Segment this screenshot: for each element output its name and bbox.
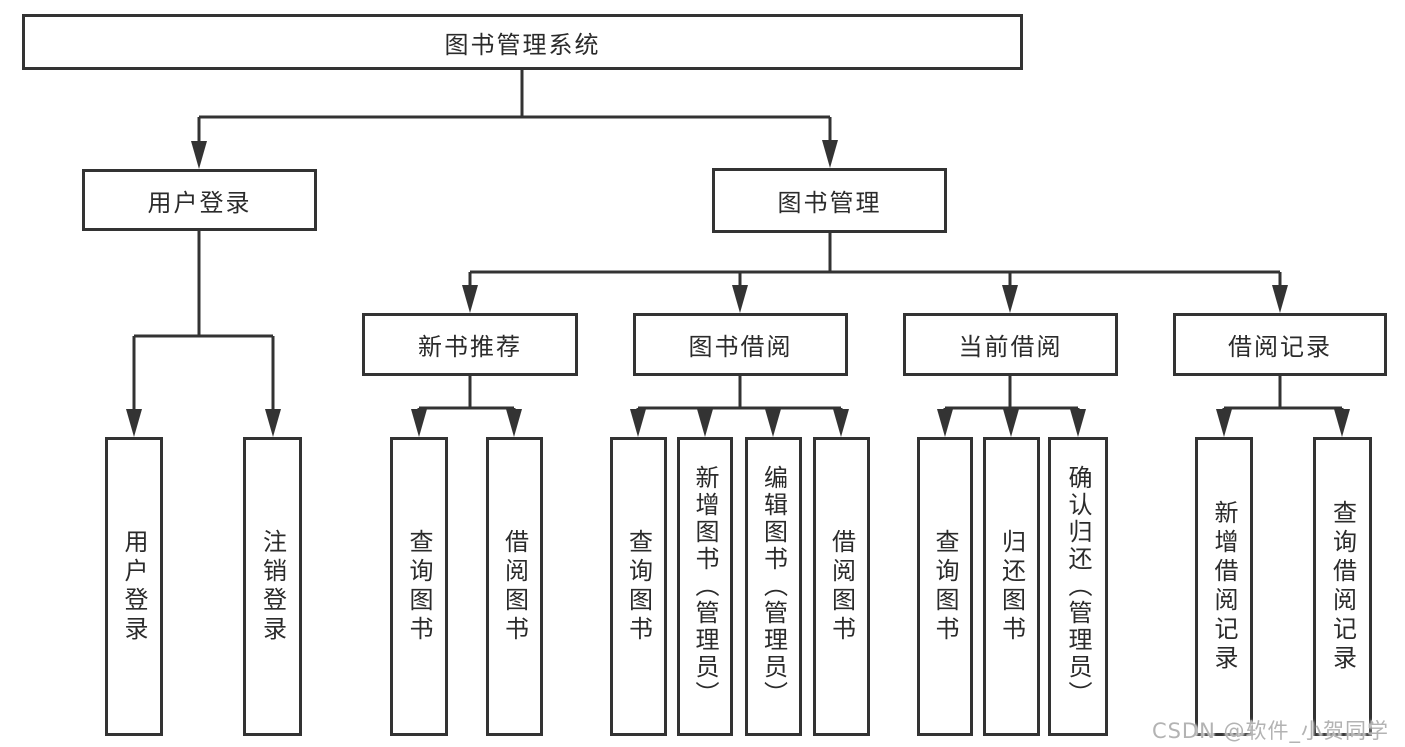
leaf-query-books-current: 查询图书	[917, 437, 973, 736]
node-root-system: 图书管理系统	[22, 14, 1023, 70]
leaf-query-borrow-record: 查询借阅记录	[1313, 437, 1372, 736]
node-borrow-records: 借阅记录	[1173, 313, 1387, 376]
leaf-borrow-books-borrow: 借阅图书	[813, 437, 870, 736]
node-current-borrow: 当前借阅	[903, 313, 1118, 376]
leaf-user-login: 用户登录	[105, 437, 163, 736]
leaf-confirm-return-admin: 确认归还（管理员）	[1048, 437, 1108, 736]
leaf-return-books: 归还图书	[983, 437, 1040, 736]
leaf-add-book-admin: 新增图书（管理员）	[677, 437, 733, 736]
leaf-edit-book-admin: 编辑图书（管理员）	[745, 437, 802, 736]
leaf-borrow-books-recommend: 借阅图书	[486, 437, 543, 736]
leaf-logout: 注销登录	[243, 437, 302, 736]
node-new-book-recommend: 新书推荐	[362, 313, 578, 376]
node-book-borrow: 图书借阅	[633, 313, 848, 376]
watermark: CSDN @软件_小贺同学	[1151, 719, 1389, 743]
node-user-login: 用户登录	[82, 169, 317, 231]
leaf-add-borrow-record: 新增借阅记录	[1195, 437, 1253, 736]
leaf-query-books-borrow: 查询图书	[610, 437, 667, 736]
leaf-query-books-recommend: 查询图书	[390, 437, 448, 736]
node-book-management: 图书管理	[712, 168, 947, 233]
